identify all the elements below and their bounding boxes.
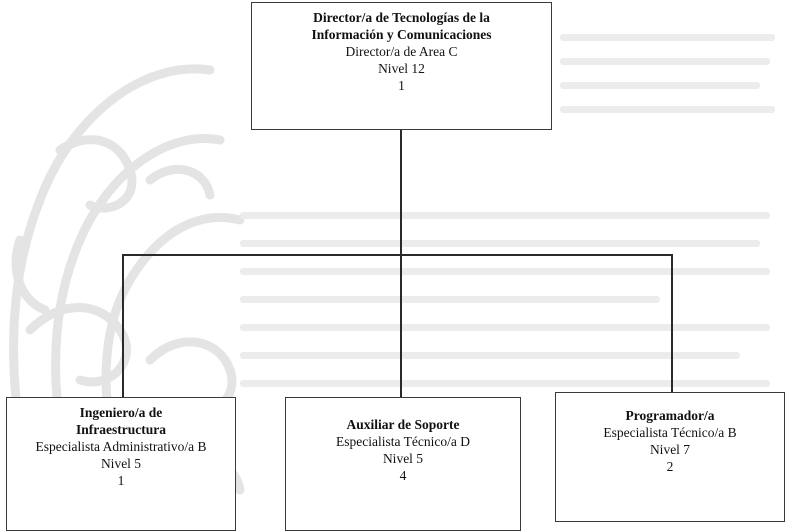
org-node-auxiliar-soporte: Auxiliar de Soporte Especialista Técnico… xyxy=(285,397,521,531)
node-role: Especialista Técnico/a D xyxy=(336,434,470,449)
node-level: Nivel 5 xyxy=(100,456,142,471)
node-title: Programador/a xyxy=(625,408,715,423)
node-role: Especialista Administrativo/a B xyxy=(35,439,207,454)
node-count: 1 xyxy=(117,473,125,488)
node-title: Auxiliar de Soporte xyxy=(346,417,460,432)
connector-horizontal-bar xyxy=(122,254,672,256)
connector-left-drop xyxy=(122,254,124,397)
node-level: Nivel 7 xyxy=(649,442,691,457)
org-node-director: Director/a de Tecnologías de la Informac… xyxy=(251,2,552,130)
node-count: 2 xyxy=(666,459,674,474)
node-title: Ingeniero/a de Infraestructura xyxy=(76,405,166,437)
node-level: Nivel 5 xyxy=(382,451,424,466)
node-level: Nivel 12 xyxy=(378,61,425,76)
org-node-programador: Programador/a Especialista Técnico/a B N… xyxy=(555,392,785,522)
node-count: 4 xyxy=(399,468,407,483)
node-role: Director/a de Area C xyxy=(345,44,458,59)
node-title: Director/a de Tecnologías de la Informac… xyxy=(311,10,492,42)
node-count: 1 xyxy=(398,78,405,93)
connector-center-drop xyxy=(400,254,402,397)
org-node-ingeniero-infraestructura: Ingeniero/a de Infraestructura Especiali… xyxy=(6,397,236,531)
node-role: Especialista Técnico/a B xyxy=(603,425,737,440)
connector-root-vertical xyxy=(400,130,402,255)
connector-right-drop xyxy=(671,254,673,392)
